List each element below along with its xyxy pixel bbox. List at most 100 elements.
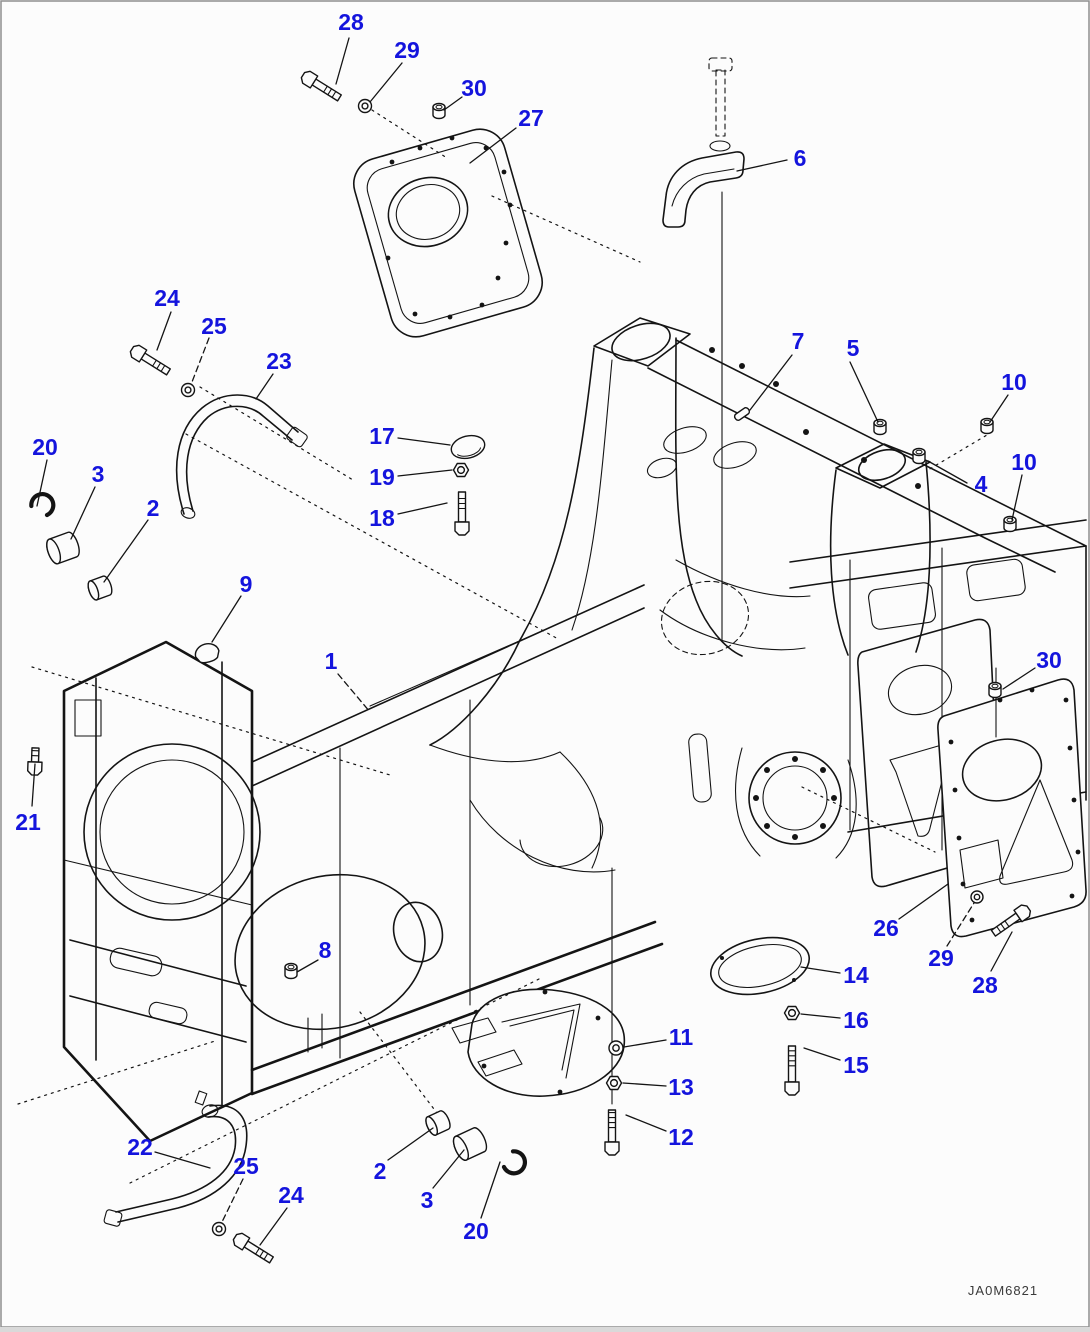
sheet-bottom-strip (0, 1327, 1090, 1332)
leader-line (432, 1149, 465, 1189)
callout-label-28[interactable]: 28 (972, 972, 998, 998)
hardware-plug (980, 417, 994, 435)
callout-label-19[interactable]: 19 (369, 464, 395, 490)
callout-label-12[interactable]: 12 (668, 1124, 694, 1150)
hardware-nut (452, 462, 470, 478)
callout-label-1[interactable]: 1 (325, 648, 338, 674)
callout-label-2[interactable]: 2 (374, 1158, 387, 1184)
callout-label-18[interactable]: 18 (369, 505, 395, 531)
left-frame-box (62, 640, 261, 1143)
hardware-washer (608, 1040, 624, 1056)
bottom-plate-bolt-holes (481, 989, 601, 1095)
leader-line (989, 394, 1009, 423)
callout-label-27[interactable]: 27 (518, 105, 544, 131)
leader-line (397, 502, 448, 515)
callout-label-28[interactable]: 28 (338, 9, 364, 35)
callout-label-29[interactable]: 29 (928, 945, 954, 971)
front-tower (429, 317, 743, 873)
callout-label-6[interactable]: 6 (794, 145, 807, 171)
callout-label-17[interactable]: 17 (369, 423, 395, 449)
callout-label-29[interactable]: 29 (394, 37, 420, 63)
callout-label-3[interactable]: 3 (421, 1187, 434, 1213)
hardware-plug (1003, 515, 1017, 533)
callout-label-21[interactable]: 21 (15, 809, 41, 835)
assembly-guide-line (359, 1011, 438, 1114)
leader-line (154, 1151, 211, 1169)
hardware-plug (912, 447, 926, 465)
hardware-bolt (300, 70, 342, 102)
hidden-bolt-6 (708, 57, 733, 152)
callout-label-13[interactable]: 13 (668, 1074, 694, 1100)
drawing-id: JA0M6821 (968, 1283, 1038, 1298)
bottom-cover-plate (451, 988, 626, 1097)
callout-label-3[interactable]: 3 (92, 461, 105, 487)
hardware-bolt (232, 1232, 274, 1264)
assembly-axis-lines (611, 191, 997, 1105)
assembly-guide-line (31, 666, 391, 776)
callout-label-16[interactable]: 16 (843, 1007, 869, 1033)
callout-label-9[interactable]: 9 (240, 571, 253, 597)
hardware-bolt (784, 1045, 800, 1096)
hardware-nut (605, 1075, 623, 1091)
callout-label-14[interactable]: 14 (843, 962, 869, 988)
leader-line (369, 62, 403, 103)
hardware-washer (970, 890, 984, 904)
hardware-nut (783, 1005, 801, 1021)
callout-label-25[interactable]: 25 (233, 1153, 259, 1179)
callout-label-5[interactable]: 5 (847, 335, 860, 361)
leader-line (469, 127, 517, 164)
callout-label-26[interactable]: 26 (873, 915, 899, 941)
leader-line (1011, 474, 1023, 521)
leader-line (397, 469, 453, 477)
callout-label-30[interactable]: 30 (1036, 647, 1062, 673)
callout-label-8[interactable]: 8 (319, 937, 332, 963)
callout-label-20[interactable]: 20 (463, 1218, 489, 1244)
leader-line (255, 373, 274, 400)
leader-line (211, 595, 242, 643)
hardware-bolt (604, 1109, 620, 1156)
leader-line (70, 486, 96, 540)
leader-line (221, 1178, 244, 1223)
hardware-washer (211, 1221, 227, 1237)
callout-label-7[interactable]: 7 (792, 328, 805, 354)
callout-label-22[interactable]: 22 (127, 1134, 153, 1160)
leader-line (800, 966, 841, 974)
callout-label-4[interactable]: 4 (975, 471, 988, 497)
callout-label-11[interactable]: 11 (669, 1024, 694, 1050)
front-disc (234, 873, 444, 1053)
leader-line (335, 37, 350, 85)
hardware-parts (26, 70, 1032, 1264)
callout-label-24[interactable]: 24 (278, 1182, 304, 1208)
callout-label-30[interactable]: 30 (461, 75, 487, 101)
tube-22 (103, 1090, 248, 1227)
callout-label-20[interactable]: 20 (32, 434, 58, 460)
callout-label-15[interactable]: 15 (843, 1052, 869, 1078)
cover-plate-27 (353, 128, 543, 338)
leader-line (749, 354, 793, 411)
leader-line (387, 1127, 434, 1161)
top-deck (646, 339, 1087, 803)
hardware-snapring (501, 1149, 528, 1176)
callout-label-2[interactable]: 2 (147, 495, 160, 521)
callout-label-24[interactable]: 24 (154, 285, 180, 311)
callout-label-10[interactable]: 10 (1011, 449, 1037, 475)
main-rails (250, 584, 664, 1096)
leader-line (103, 519, 149, 583)
callout-label-23[interactable]: 23 (266, 348, 292, 374)
assembly-guide-line (17, 1040, 216, 1105)
assembly-guide-line (185, 433, 561, 641)
leader-line (480, 1161, 501, 1219)
leader-line (259, 1207, 288, 1246)
deck-bolt-holes (709, 347, 921, 840)
rear-frame (734, 519, 1087, 859)
hardware-washer (180, 382, 196, 398)
callout-label-25[interactable]: 25 (201, 313, 227, 339)
hardware-pin (733, 407, 751, 421)
leader-line (36, 459, 48, 507)
hardware-bolt (129, 344, 171, 376)
leader-line (736, 159, 788, 172)
callout-label-10[interactable]: 10 (1001, 369, 1027, 395)
leader-line (337, 673, 371, 713)
hardware-bushing (452, 1127, 488, 1161)
